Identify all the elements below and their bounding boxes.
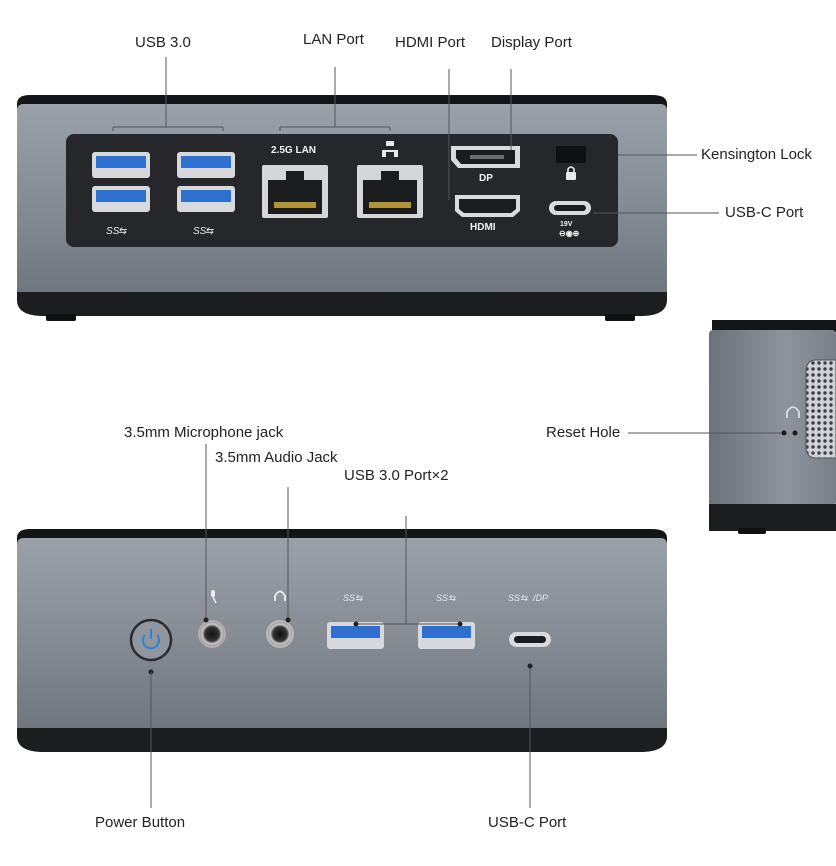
usb-trident-icon: ⇆	[520, 593, 529, 603]
label-usb-c-port-back: USB-C Port	[725, 204, 804, 221]
usb-trident-icon: ⇆	[205, 226, 215, 237]
audio-jack	[266, 620, 294, 648]
side-chassis	[709, 330, 836, 506]
label-audio-jack: 3.5mm Audio Jack	[215, 449, 338, 466]
vent-mesh	[805, 359, 836, 459]
displayport	[451, 146, 520, 168]
leader-lines	[112, 57, 782, 808]
kensington-lock-slot	[556, 146, 586, 163]
back-foot-left	[46, 314, 76, 321]
back-base	[17, 292, 667, 316]
headphone-icon	[786, 406, 800, 418]
label-reset-hole: Reset Hole	[546, 424, 621, 441]
ss-mark-front-1: SS	[343, 593, 355, 603]
side-foot	[738, 528, 766, 534]
lock-icon	[566, 166, 576, 180]
front-unit: SS ⇆ SS ⇆ SS ⇆ /DP	[17, 529, 667, 752]
usb-trident-icon: ⇆	[118, 226, 128, 237]
power-button[interactable]	[129, 618, 173, 662]
side-base	[709, 504, 836, 531]
front-base	[17, 728, 667, 752]
usb-trident-icon: ⇆	[355, 593, 364, 603]
label-lan-port: LAN Port	[303, 31, 364, 48]
lan-speed-mark: 2.5G LAN	[271, 145, 316, 156]
label-power-button: Power Button	[95, 814, 186, 831]
ss-mark-back-2: SS	[193, 226, 207, 237]
side-lid	[712, 320, 836, 332]
dp-mark: DP	[479, 173, 493, 184]
hdmi-mark: HDMI	[470, 222, 496, 233]
back-foot-right	[605, 314, 635, 321]
lan-port-2	[357, 165, 423, 218]
ss-mark-front-2: SS	[436, 593, 448, 603]
label-mic-jack: 3.5mm Microphone jack	[124, 424, 284, 441]
headphone-icon	[274, 590, 286, 601]
label-usb-3-0-x2: USB 3.0 Port×2	[344, 467, 449, 484]
dc-polarity-icon: ⊖◉⊕	[559, 229, 580, 238]
back-unit: SS ⇆ SS ⇆ 2.5G LAN DP	[17, 95, 667, 321]
dc-in-mark: 19V	[560, 221, 573, 228]
label-usb-3-0: USB 3.0	[135, 34, 191, 51]
label-display-port: Display Port	[491, 34, 572, 51]
leader-dots	[203, 617, 533, 669]
ss-dp-mark: SS	[508, 593, 520, 603]
label-usb-c-port-front: USB-C Port	[488, 814, 567, 831]
usb-a-front-port-2	[418, 622, 475, 649]
side-unit	[709, 320, 836, 534]
hdmi-port	[455, 195, 520, 217]
ss-mark-back-1: SS	[106, 226, 120, 237]
lan-network-icon	[382, 141, 398, 157]
usb-stack-2	[177, 152, 235, 212]
power-icon	[142, 629, 160, 650]
microphone-jack	[198, 620, 226, 648]
side-jack-hole	[792, 430, 798, 436]
usb-trident-icon: ⇆	[448, 593, 457, 603]
reset-hole	[781, 430, 787, 436]
microphone-icon	[211, 590, 217, 604]
dp-suffix-mark: /DP	[532, 593, 548, 603]
label-hdmi-port: HDMI Port	[395, 34, 466, 51]
usb-a-front-port-1	[327, 622, 384, 649]
usb-stack-1	[92, 152, 150, 212]
lan-port-1	[262, 165, 328, 218]
label-kensington-lock: Kensington Lock	[701, 146, 812, 163]
